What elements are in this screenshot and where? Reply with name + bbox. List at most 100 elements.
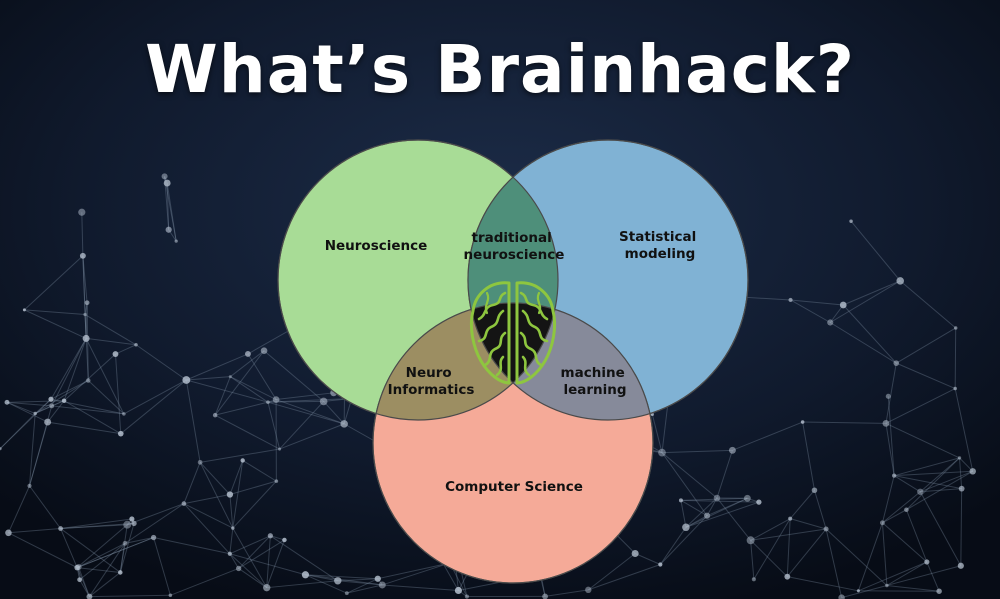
network-link: [29, 485, 61, 529]
network-node: [542, 593, 548, 599]
network-link: [232, 527, 268, 588]
network-link: [230, 376, 269, 403]
network-link: [47, 421, 121, 435]
network-node: [585, 586, 592, 594]
network-node: [272, 396, 280, 403]
network-link: [906, 457, 960, 511]
network-node: [904, 507, 909, 513]
network-node: [885, 393, 891, 399]
network-link: [229, 553, 240, 569]
network-link: [926, 561, 940, 592]
network-link: [920, 470, 973, 493]
network-link: [825, 528, 843, 598]
network-node: [936, 588, 942, 594]
label-neuro-informatics-line2: Informatics: [388, 382, 475, 398]
network-node: [344, 591, 349, 596]
label-machine-learning: machine learning: [561, 365, 630, 398]
network-node: [134, 342, 138, 347]
network-node: [22, 308, 26, 312]
network-node: [340, 420, 348, 428]
label-computer-science: Computer Science: [445, 479, 583, 495]
network-node: [5, 529, 12, 537]
network-link: [587, 553, 636, 591]
network-node: [896, 277, 904, 285]
network-link: [29, 421, 49, 487]
network-node: [682, 523, 690, 532]
network-link: [60, 518, 132, 530]
network-link: [51, 405, 124, 415]
network-link: [84, 314, 137, 346]
network-node: [958, 485, 965, 492]
network-link: [886, 584, 940, 592]
network-link: [680, 497, 748, 501]
network-link: [960, 488, 963, 566]
network-link: [270, 535, 339, 582]
network-node: [27, 483, 32, 488]
network-link: [24, 255, 84, 311]
network-link: [120, 379, 187, 435]
network-node: [266, 400, 270, 404]
network-node: [849, 219, 853, 223]
network-node: [122, 540, 128, 546]
network-node: [728, 446, 736, 454]
region-neuro-informatics: [373, 303, 558, 420]
network-link: [115, 344, 137, 355]
network-link: [263, 350, 324, 402]
network-link: [802, 421, 815, 491]
network-link: [6, 401, 48, 423]
network-node: [61, 398, 67, 403]
label-neuro-informatics: Neuro Informatics: [388, 365, 475, 398]
network-link: [135, 344, 187, 381]
network-link: [882, 509, 907, 524]
network-link: [750, 540, 755, 580]
network-link: [661, 449, 733, 454]
network-node: [743, 494, 751, 502]
network-link: [885, 422, 960, 459]
label-traditional-neuroscience-line2: neuroscience: [464, 247, 565, 263]
network-link: [82, 255, 87, 339]
network-link: [787, 576, 859, 592]
network-node: [788, 516, 793, 521]
network-node: [263, 584, 271, 592]
label-traditional-neuroscience-line1: traditional: [472, 230, 552, 246]
network-link: [886, 565, 961, 586]
network-node: [83, 312, 87, 317]
network-node: [274, 479, 279, 483]
network-link: [750, 539, 788, 578]
network-link: [743, 296, 791, 301]
network-node: [0, 447, 2, 451]
network-link: [882, 491, 921, 524]
network-link: [786, 518, 791, 577]
network-link: [829, 304, 844, 323]
network-node: [788, 297, 793, 303]
network-link: [346, 584, 383, 594]
network-link: [51, 338, 87, 407]
network-link: [60, 522, 135, 530]
network-link: [885, 388, 956, 424]
network-node: [784, 573, 791, 580]
network-link: [750, 518, 791, 541]
network-node: [658, 562, 663, 567]
network-link: [186, 353, 249, 381]
network-link: [60, 528, 78, 568]
network-link: [24, 309, 86, 316]
network-node: [892, 473, 897, 478]
network-link: [680, 499, 708, 517]
network-link: [89, 543, 126, 597]
network-node: [800, 420, 805, 424]
network-link: [305, 574, 348, 594]
network-link: [659, 515, 708, 565]
network-node: [957, 562, 964, 569]
network-node: [319, 397, 328, 406]
network-link: [199, 461, 231, 495]
network-link: [119, 543, 126, 573]
network-link: [166, 182, 177, 242]
network-link: [659, 527, 687, 565]
network-link: [34, 400, 65, 414]
network-link: [229, 494, 234, 529]
network-node: [122, 412, 126, 416]
network-node: [713, 494, 721, 502]
network-link: [6, 400, 65, 403]
